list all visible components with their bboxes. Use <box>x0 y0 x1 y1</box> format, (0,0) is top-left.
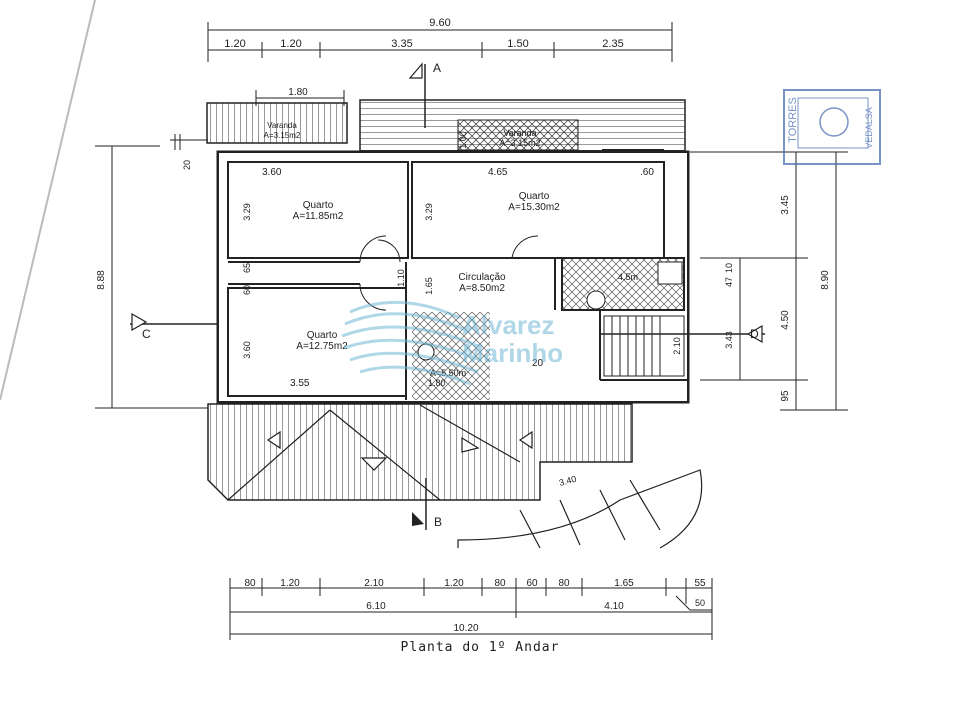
dim-left-top: 20 <box>182 160 192 170</box>
dim-bottom-total: 10.20 <box>453 623 478 634</box>
dim-right-total: 8.90 <box>820 270 831 290</box>
dim-arc: 3.40 <box>558 474 578 488</box>
dim-inner-w4: .60 <box>640 167 654 178</box>
room-varanda-1-name: Varanda <box>267 121 297 130</box>
dim-top-seg-1: 1.20 <box>224 38 245 50</box>
right-dimensions <box>690 151 848 411</box>
staircase <box>603 315 685 377</box>
dim-bottom-seg-7: 80 <box>558 578 570 589</box>
dim-right-seg-2: 4.50 <box>780 310 791 330</box>
watermark-line-1: Alvarez <box>462 310 555 340</box>
room-quarto-1-name: Quarto <box>303 200 334 211</box>
dim-right-seg-1: 3.45 <box>780 195 791 215</box>
dim-left-total: 8.88 <box>96 270 107 290</box>
dim-right-seg-3: 95 <box>780 390 791 402</box>
dim-bottom-seg-8: 1.65 <box>614 578 634 589</box>
section-marker-b: B <box>412 478 442 530</box>
dim-stair: 2.10 <box>672 337 682 355</box>
toilet-right <box>586 290 606 310</box>
dim-bottom-extra: 50 <box>695 598 705 608</box>
dim-inner-h5: 60 <box>242 285 252 295</box>
dim-top-seg-2: 1.20 <box>280 38 301 50</box>
roof-ridges <box>227 404 521 501</box>
sink-right <box>657 261 683 285</box>
dim-right-small-2: 47 <box>724 277 734 287</box>
room-varanda-1-area: A=3.15m2 <box>264 131 301 140</box>
dim-inner-h4: 65 <box>242 263 252 273</box>
dim-right-small-3: 3.43 <box>724 331 734 349</box>
dim-inner-w2: 4.65 <box>488 167 508 178</box>
exterior-walls <box>216 150 690 404</box>
dim-inner-h2: 3.29 <box>424 203 434 221</box>
dim-bottom-seg-1: 80 <box>244 578 256 589</box>
dim-inner-h3: 3.60 <box>242 341 252 359</box>
dim-inner-w3: 3.55 <box>290 378 310 389</box>
stamp-sub: VEDALSA <box>864 107 874 149</box>
room-quarto-2-name: Quarto <box>519 191 550 202</box>
dim-bottom-seg-2: 1.20 <box>280 578 300 589</box>
left-dimensions <box>95 134 208 409</box>
dim-inner-c2: 1.65 <box>424 277 434 295</box>
varanda-left-floor <box>206 102 348 144</box>
roof-bottom <box>207 403 633 501</box>
room-varanda-2-name: Varanda <box>503 128 536 138</box>
paper-edge <box>0 0 96 401</box>
dim-bottom-mid-1: 6.10 <box>366 601 386 612</box>
room-quarto-1-area: A=11.85m2 <box>293 211 344 222</box>
room-circulacao-area: A=8.50m2 <box>459 283 505 294</box>
bath-right-area: 4.5m <box>618 272 638 282</box>
room-quarto-3-area: A=12.75m2 <box>296 341 348 352</box>
room-circulacao-name: Circulação <box>458 272 506 283</box>
approval-stamp: TORRES VEDALSA <box>783 89 881 165</box>
stamp-text: TORRES <box>787 97 799 143</box>
bottom-dimensions <box>229 578 713 640</box>
door-swings <box>359 235 539 311</box>
dim-top-seg-3: 3.35 <box>391 38 412 50</box>
dim-bottom-seg-3: 2.10 <box>364 578 384 589</box>
dim-bottom-mid-2: 4.10 <box>604 601 624 612</box>
dim-right-small-1: 10 <box>724 263 734 273</box>
room-quarto-3-name: Quarto <box>307 330 338 341</box>
dim-inner-c5: 1.00 <box>458 131 468 149</box>
bath-left-area: A=5.50m <box>430 368 466 378</box>
room-varanda-2-area: A=3.15m2 <box>499 138 540 148</box>
section-marker-d: D <box>600 324 765 344</box>
svg-text:B: B <box>434 515 442 529</box>
dim-varanda: 1.80 <box>288 87 308 98</box>
dim-inner-w1: 3.60 <box>262 167 282 178</box>
top-dimensions <box>207 22 673 106</box>
svg-text:D: D <box>750 327 759 341</box>
roof-arrows <box>266 430 533 471</box>
room-quarto-2-area: A=15.30m2 <box>508 202 560 213</box>
dim-top-seg-5: 2.35 <box>602 38 623 50</box>
dim-bottom-seg-5: 80 <box>494 578 506 589</box>
dim-inner-c1: 1.10 <box>396 269 406 287</box>
dim-bottom-seg-9: 55 <box>694 578 706 589</box>
dim-bottom-seg-4: 1.20 <box>444 578 464 589</box>
varanda-right-floor <box>457 119 579 151</box>
dim-inner-h1: 3.29 <box>242 203 252 221</box>
plan-title: Planta do 1º Andar <box>400 640 560 655</box>
dim-top-total: 9.60 <box>429 17 450 29</box>
dim-inner-c4: 1.80 <box>428 378 446 388</box>
svg-text:C: C <box>142 327 151 341</box>
watermark-line-2: Marinho <box>462 338 563 368</box>
watermark-logo: Alvarez Marinho <box>341 300 563 386</box>
svg-text:A: A <box>433 61 441 75</box>
dim-bottom-seg-6: 60 <box>526 578 538 589</box>
dim-inner-c3: 20 <box>532 358 544 369</box>
spiral-stair <box>457 469 703 549</box>
dim-top-seg-4: 1.50 <box>507 38 528 50</box>
